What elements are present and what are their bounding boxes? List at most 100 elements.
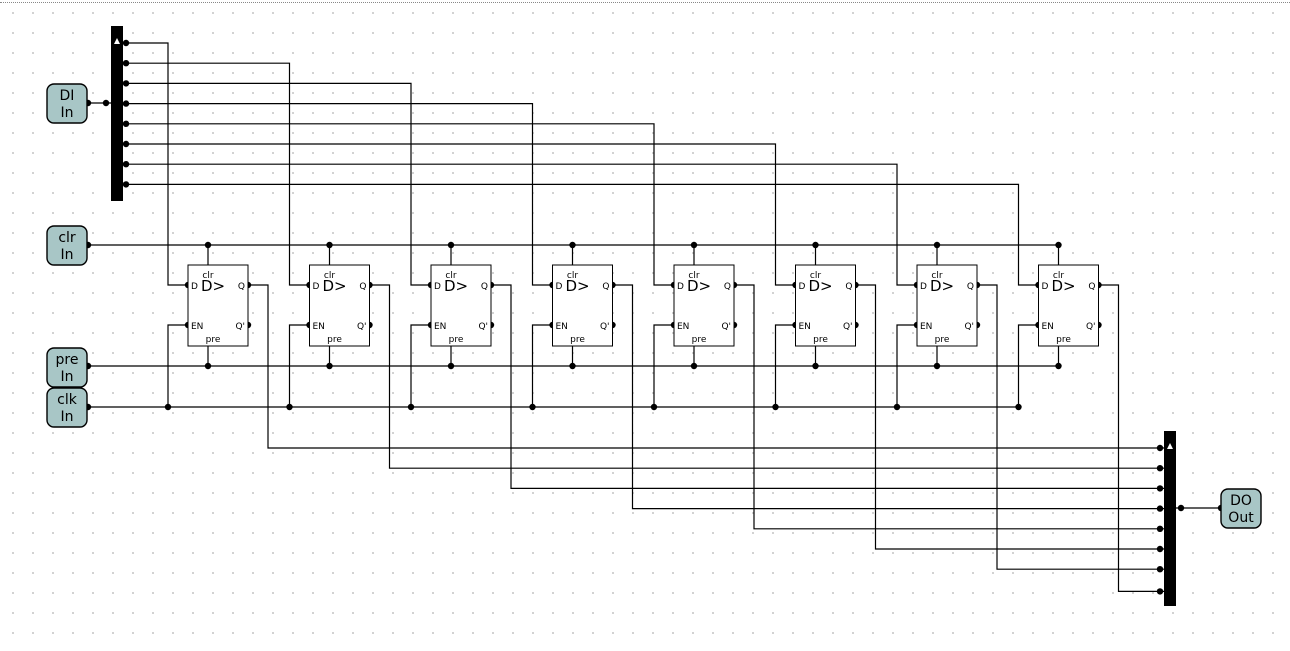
ff-pre-label-0: pre bbox=[206, 335, 221, 345]
ff-d-label-7: D bbox=[1042, 282, 1049, 292]
clr-junction-6 bbox=[933, 241, 941, 249]
clr-junction-0 bbox=[204, 241, 212, 249]
output-bus-bar bbox=[1164, 431, 1176, 606]
q-wire-4 bbox=[734, 284, 1170, 530]
ff-body-4 bbox=[673, 264, 735, 347]
ff-en-label-2: EN bbox=[434, 322, 446, 332]
ff-pre-label-2: pre bbox=[449, 335, 464, 345]
pin-di-type: In bbox=[60, 105, 73, 121]
bus-in-tap-1 bbox=[122, 60, 130, 67]
bus-out-tap-1 bbox=[1156, 465, 1164, 472]
en-wire-6 bbox=[896, 324, 917, 407]
pre-junction-2 bbox=[447, 362, 455, 370]
pin-clr-name: clr bbox=[58, 230, 76, 246]
q-wire-0 bbox=[248, 284, 1170, 449]
q-wire-3 bbox=[612, 284, 1170, 510]
d-wire-6 bbox=[117, 163, 917, 286]
ff-symbol-7: D> bbox=[1052, 277, 1076, 295]
ff-qbar-label-0: Q' bbox=[235, 322, 245, 332]
ff-clr-label-5: clr bbox=[810, 271, 821, 281]
clk-junction-4 bbox=[650, 403, 658, 411]
ff-d-label-4: D bbox=[677, 282, 684, 292]
pin-do-type: Out bbox=[1228, 510, 1254, 526]
ff-clr-label-7: clr bbox=[1053, 271, 1064, 281]
ff-clr-label-1: clr bbox=[324, 271, 335, 281]
clr-junction-3 bbox=[569, 241, 576, 249]
d-wire-5 bbox=[117, 143, 796, 286]
ff-en-label-7: EN bbox=[1042, 322, 1054, 332]
ff-d-label-5: D bbox=[799, 282, 806, 292]
pin-do-name: DO bbox=[1230, 493, 1252, 509]
ff-qbar-label-2: Q' bbox=[478, 322, 488, 332]
ff-en-label-4: EN bbox=[677, 322, 689, 332]
ff-symbol-2: D> bbox=[444, 277, 468, 295]
bus-out-tap-3 bbox=[1156, 505, 1164, 512]
bus-in-tap-5 bbox=[122, 140, 130, 148]
bus-in-tap-2 bbox=[122, 80, 130, 87]
ff-d-label-3: D bbox=[556, 282, 563, 292]
pin-clk[interactable]: clk In bbox=[46, 387, 88, 428]
clk-junction-1 bbox=[286, 403, 293, 411]
pin-pre-name: pre bbox=[56, 352, 79, 368]
bus-out-tap-5 bbox=[1156, 545, 1164, 553]
ff-q-label-6: Q bbox=[967, 282, 974, 292]
pin-pre[interactable]: pre In bbox=[46, 347, 88, 388]
bus-in-tap-3 bbox=[122, 100, 130, 107]
pin-di[interactable]: DI In bbox=[46, 83, 88, 124]
en-wire-0 bbox=[167, 324, 188, 407]
ff-body-3 bbox=[552, 264, 613, 347]
input-bus-bar bbox=[111, 26, 123, 201]
pin-clr[interactable]: clr In bbox=[46, 225, 88, 266]
d-wire-4 bbox=[117, 123, 674, 286]
pin-clk-name: clk bbox=[57, 392, 78, 408]
ff-qbar-label-1: Q' bbox=[357, 322, 367, 332]
q-wire-7 bbox=[1098, 284, 1170, 593]
ff-qbar-label-5: Q' bbox=[843, 322, 853, 332]
q-wire-1 bbox=[369, 284, 1170, 469]
q-wire-5 bbox=[855, 284, 1170, 550]
ff-body-2 bbox=[430, 264, 492, 347]
ff-symbol-5: D> bbox=[809, 277, 833, 295]
do-junction bbox=[1177, 504, 1185, 512]
pin-pre-type: In bbox=[60, 369, 73, 385]
bus-in-tap-7 bbox=[122, 181, 130, 188]
ff-q-label-4: Q bbox=[724, 282, 731, 292]
ff-body-1 bbox=[309, 264, 370, 347]
clr-junction-1 bbox=[326, 241, 333, 249]
clr-junction-7 bbox=[1055, 241, 1062, 249]
d-wire-1 bbox=[117, 62, 310, 286]
ff-body-7 bbox=[1038, 264, 1099, 347]
bus-splitters bbox=[111, 26, 1176, 606]
ff-en-label-1: EN bbox=[313, 322, 325, 332]
ff-pre-label-7: pre bbox=[1056, 335, 1071, 345]
ff-clr-label-0: clr bbox=[202, 271, 213, 281]
bus-out-tap-6 bbox=[1156, 566, 1164, 573]
ff-qbar-label-3: Q' bbox=[600, 322, 610, 332]
ff-pre-label-5: pre bbox=[813, 335, 828, 345]
pin-clk-type: In bbox=[60, 409, 73, 425]
ff-clr-label-4: clr bbox=[688, 271, 699, 281]
ff-symbol-4: D> bbox=[687, 277, 711, 295]
ff-symbol-3: D> bbox=[566, 277, 590, 295]
ff-qbar-label-6: Q' bbox=[964, 322, 974, 332]
ff-q-label-3: Q bbox=[602, 282, 609, 292]
ff-en-label-5: EN bbox=[799, 322, 811, 332]
pin-do[interactable]: DO Out bbox=[1220, 488, 1262, 529]
pre-junction-0 bbox=[204, 362, 212, 370]
clk-junction-3 bbox=[529, 403, 536, 411]
ff-clr-label-6: clr bbox=[931, 271, 942, 281]
ff-d-label-6: D bbox=[920, 282, 927, 292]
ff-q-label-5: Q bbox=[845, 282, 852, 292]
pre-junction-7 bbox=[1055, 362, 1062, 370]
di-junction bbox=[102, 99, 110, 107]
wires bbox=[84, 39, 1225, 595]
ff-symbol-6: D> bbox=[930, 277, 954, 295]
en-wire-7 bbox=[1017, 324, 1039, 407]
clk-junction-0 bbox=[164, 403, 172, 411]
pre-junction-6 bbox=[933, 362, 941, 370]
